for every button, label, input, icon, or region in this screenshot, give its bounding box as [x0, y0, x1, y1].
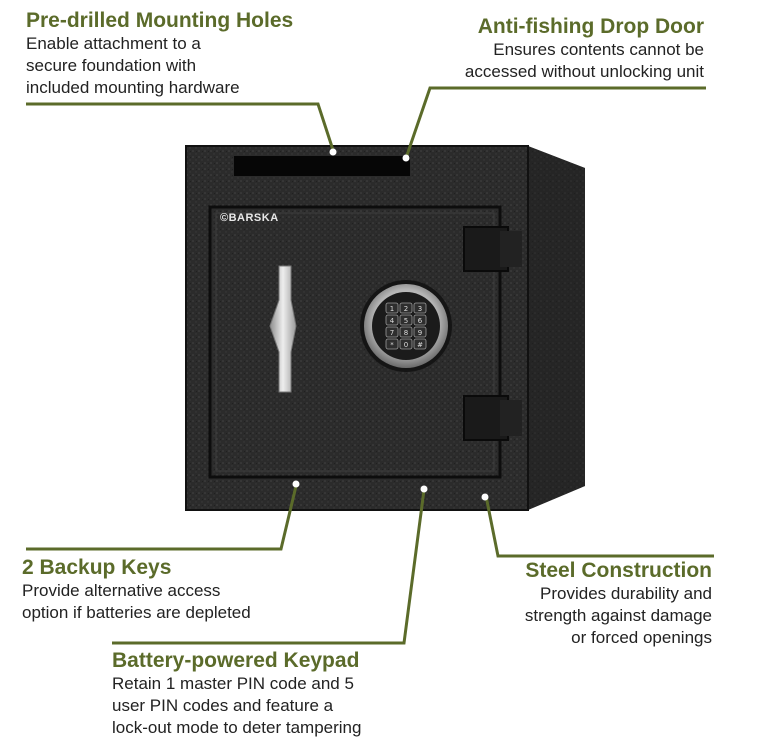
callout-desc-line: or forced openings	[571, 628, 712, 647]
callout-title: 2 Backup Keys	[22, 556, 172, 579]
callout-desc-line: user PIN codes and feature a	[112, 696, 334, 715]
callout-desc-line: secure foundation with	[26, 56, 197, 75]
callout-desc-line: Enable attachment to a	[26, 34, 201, 53]
keypad-key-label: *	[390, 341, 394, 349]
keypad-key	[399, 326, 413, 338]
keypad-key-label: 5	[404, 317, 408, 325]
callout-desc-line: option if batteries are depleted	[22, 603, 251, 622]
callout-mounting-holes: Pre-drilled Mounting Holes Enable attach…	[26, 9, 293, 99]
brand-logo: ©BARSKA	[220, 212, 279, 224]
callout-desc-line: lock-out mode to deter tampering	[112, 718, 362, 737]
callout-desc-line: included mounting hardware	[26, 78, 240, 97]
callout-title: Pre-drilled Mounting Holes	[26, 9, 294, 32]
keypad-key	[385, 338, 399, 350]
keypad-key-label: 0	[404, 341, 408, 349]
keypad-key	[385, 326, 399, 338]
keypad-key	[399, 314, 413, 326]
drop-slot	[234, 156, 410, 176]
callout-title: Steel Construction	[525, 559, 712, 582]
callout-desc-line: Provide alternative access	[22, 581, 221, 600]
keypad-key-label: 8	[404, 329, 408, 337]
keypad-key	[399, 338, 413, 350]
callout-desc-line: Retain 1 master PIN code and 5	[112, 674, 354, 693]
callout-steel-construction: Steel Construction Provides durability a…	[525, 559, 712, 649]
callout-desc-line: strength against damage	[524, 606, 712, 625]
callout-desc-line: Provides durability and	[540, 584, 712, 603]
keypad-key	[413, 326, 427, 338]
callout-desc-line: Ensures contents cannot be	[493, 40, 704, 59]
keypad-key-label: 2	[404, 305, 408, 313]
keypad-key	[413, 302, 427, 314]
callout-title: Battery-powered Keypad	[112, 649, 360, 672]
keypad-key-label: #	[417, 341, 423, 349]
keypad-key-label: 1	[390, 305, 394, 313]
keypad-key-label: 7	[390, 329, 394, 337]
keypad-key	[385, 314, 399, 326]
keypad-key	[413, 314, 427, 326]
handle	[269, 265, 297, 393]
keypad-key-label: 3	[418, 305, 422, 313]
callout-backup-keys: 2 Backup Keys Provide alternative access…	[22, 556, 251, 624]
keypad-key-label: 9	[418, 329, 422, 337]
callout-drop-door: Anti-fishing Drop Door Ensures contents …	[465, 15, 704, 83]
keypad-keys: 1 2 3 4 5 6 7 8 9 * 0 #	[385, 302, 427, 350]
keypad-key	[399, 302, 413, 314]
callout-keypad: Battery-powered Keypad Retain 1 master P…	[112, 649, 361, 739]
keypad-key	[385, 302, 399, 314]
keypad-key-label: 4	[390, 317, 395, 325]
safe-door	[208, 205, 502, 479]
keypad-key-label: 6	[418, 317, 423, 325]
callout-title: Anti-fishing Drop Door	[477, 15, 704, 38]
keypad-key	[413, 338, 427, 350]
callout-desc-line: accessed without unlocking unit	[464, 62, 704, 81]
